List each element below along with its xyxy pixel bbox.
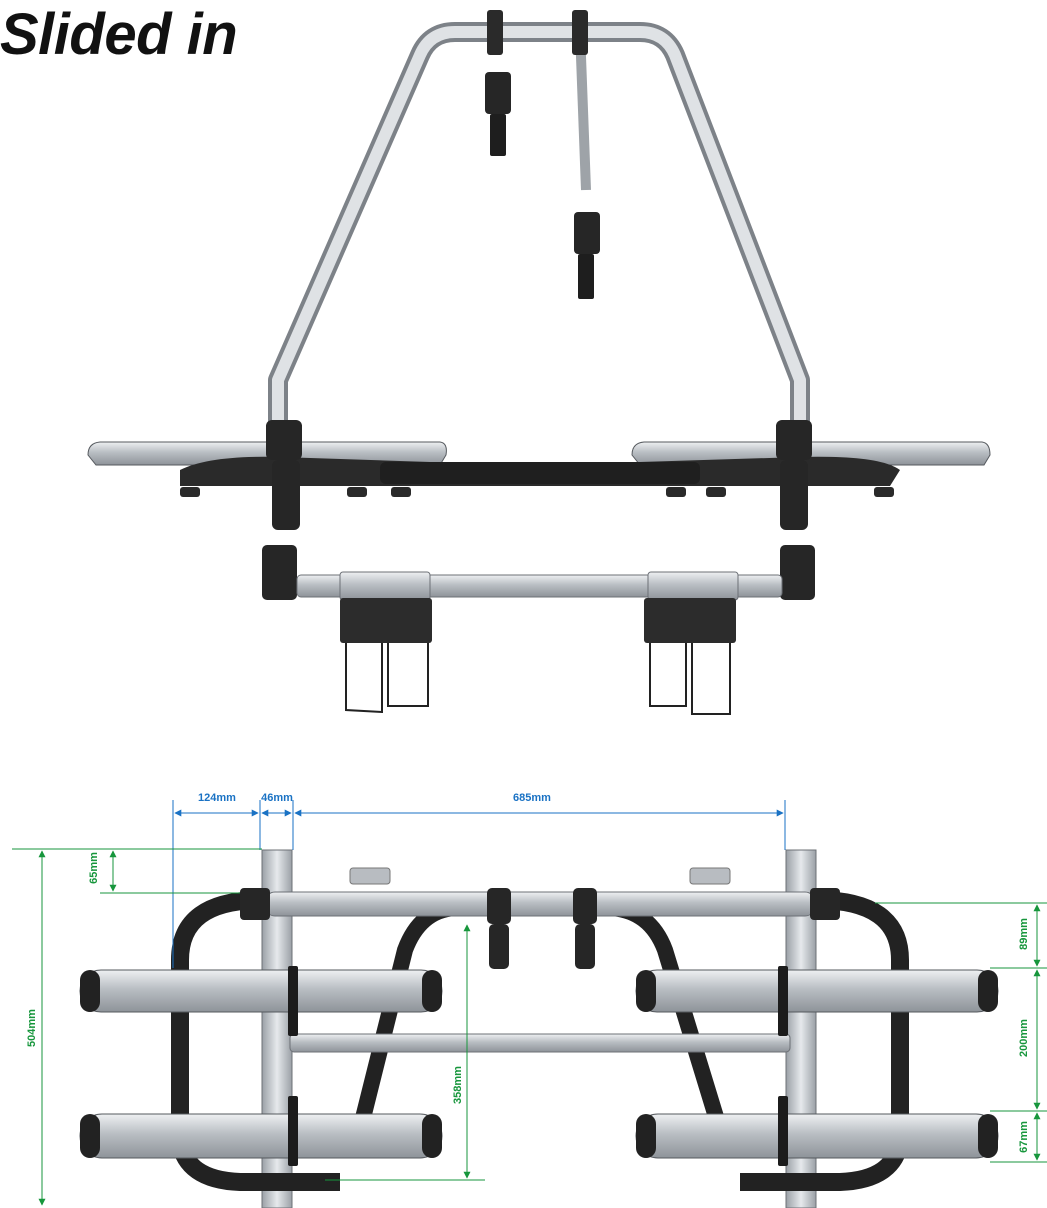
corner-joints	[240, 888, 840, 920]
label-46mm: 46mm	[261, 792, 293, 804]
slide-plate-right	[689, 867, 731, 885]
hanging-arm	[575, 29, 591, 191]
adjust-knobs	[180, 487, 894, 497]
base-crossbar	[380, 462, 700, 484]
label-67mm: 67mm	[1018, 1121, 1030, 1153]
label-65mm: 65mm	[88, 852, 100, 884]
joint-right	[776, 420, 815, 600]
arch-frame	[268, 22, 810, 430]
centre-clamps	[487, 888, 597, 969]
tube-collar-left	[339, 571, 431, 601]
rack-front-view	[87, 10, 991, 715]
loop-left	[171, 891, 340, 1191]
page-title: Slided in	[0, 2, 238, 67]
rack-top-view	[79, 849, 999, 1208]
loop-right	[740, 891, 909, 1191]
horizontal-dimension-labels: 124mm 46mm 685mm	[198, 792, 551, 804]
top-crossbar	[264, 891, 816, 917]
frame-clamp-right	[572, 10, 600, 299]
wheel-rail-top-left	[79, 969, 443, 1013]
label-358mm: 358mm	[452, 1066, 464, 1104]
wheel-rail-bottom-left	[79, 1113, 443, 1159]
diagonal-arm-right	[609, 900, 728, 1133]
joint-left	[262, 420, 302, 600]
frame-clamp-left	[485, 10, 511, 156]
label-685mm: 685mm	[513, 792, 551, 804]
mount-bracket-left	[340, 598, 432, 714]
middle-bar	[289, 1033, 791, 1053]
label-200mm: 200mm	[1018, 1019, 1030, 1057]
diagonal-arm-left	[352, 900, 456, 1132]
wheel-rail-top-right	[635, 969, 999, 1013]
label-124mm: 124mm	[198, 792, 236, 804]
arch-frame-highlight	[272, 26, 806, 430]
mount-bracket-right	[644, 598, 736, 715]
label-89mm: 89mm	[1018, 918, 1030, 950]
tube-collar-right	[647, 571, 739, 601]
label-504mm: 504mm	[26, 1009, 38, 1047]
slide-plate-left	[349, 867, 391, 885]
vertical-dimension-labels: 504mm 65mm 358mm 89mm 200mm 67mm	[26, 852, 1030, 1153]
horizontal-dimensions	[172, 800, 786, 968]
rail-straps	[288, 966, 788, 1166]
vertical-dimensions	[12, 848, 1047, 1206]
wheel-rail-bottom-right	[635, 1113, 999, 1159]
